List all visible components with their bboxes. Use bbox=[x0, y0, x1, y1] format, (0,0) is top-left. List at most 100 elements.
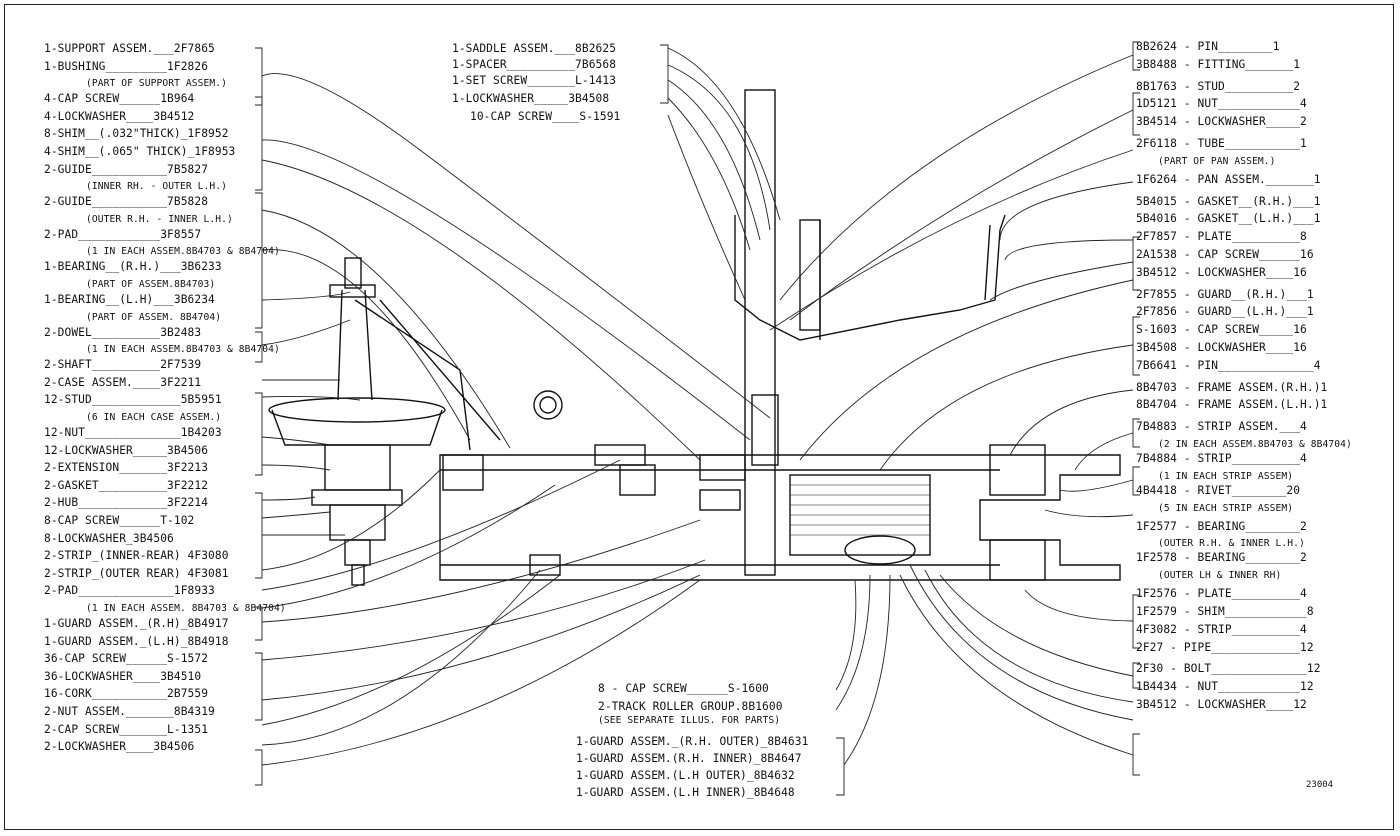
part-label-l1: 1-SUPPORT ASSEM.___2F7865 bbox=[44, 42, 215, 55]
saddle-block bbox=[751, 394, 779, 466]
part-label-l17: 12-LOCKWASHER_____3B4506 bbox=[44, 443, 209, 457]
part-label-r3: 8B1763 - STUD__________2 bbox=[1136, 79, 1301, 93]
part-label-b6: 1-GUARD ASSEM.(L.H INNER)_8B4648 bbox=[576, 786, 795, 799]
part-label-r20: 7B4883 - STRIP ASSEM.___4 bbox=[1136, 420, 1307, 434]
frame-brace bbox=[354, 299, 501, 451]
shaft-top bbox=[344, 257, 362, 289]
case-flange bbox=[268, 397, 446, 423]
part-label-l18: 2-EXTENSION_______3F2213 bbox=[44, 461, 209, 475]
part-label-r26: 1F2579 - SHIM____________8 bbox=[1136, 605, 1314, 618]
part-label-l7: 2-GUIDE___________7B5827 bbox=[44, 162, 209, 176]
part-label-c2: 1-SPACER__________7B6568 bbox=[452, 58, 617, 71]
part-note-l2s: (PART OF SUPPORT ASSEM.) bbox=[86, 78, 228, 90]
part-label-r11: 2A1538 - CAP SCREW______16 bbox=[1136, 248, 1314, 261]
part-label-c4: 1-LOCKWASHER_____3B4508 bbox=[452, 92, 610, 105]
part-label-r29: 2F30 - BOLT______________12 bbox=[1136, 662, 1321, 676]
part-label-r2: 3B8488 - FITTING_______1 bbox=[1136, 57, 1301, 71]
part-note-l12s: (1 IN EACH ASSEM.8B4703 & 8B4704) bbox=[86, 344, 280, 356]
part-label-l29: 36-LOCKWASHER____3B4510 bbox=[44, 669, 202, 683]
part-label-r19: 8B4704 - FRAME ASSEM.(L.H.)1 bbox=[1136, 398, 1328, 412]
part-note-l8s: (OUTER R.H. - INNER L.H.) bbox=[86, 213, 233, 225]
part-label-l9: 2-PAD____________3F8557 bbox=[44, 227, 202, 241]
track-frame-rail bbox=[439, 454, 1121, 581]
part-note-r20s: (2 IN EACH ASSEM.8B4703 & 8B4704) bbox=[1158, 439, 1352, 450]
part-note-l10s: (PART OF ASSEM.8B4703) bbox=[86, 279, 216, 290]
part-note-b2s: (SEE SEPARATE ILLUS. FOR PARTS) bbox=[598, 715, 781, 726]
part-label-c5: 10-CAP SCREW____S-1591 bbox=[470, 110, 621, 123]
part-note-r21s: (1 IN EACH STRIP ASSEM) bbox=[1158, 470, 1294, 482]
part-label-b1: 8 - CAP SCREW______S-1600 bbox=[598, 682, 769, 695]
part-label-r30: 1B4434 - NUT____________12 bbox=[1136, 680, 1314, 694]
part-note-l15s: (6 IN EACH CASE ASSEM.) bbox=[86, 412, 222, 423]
part-label-l10: 1-BEARING__(R.H.)___3B6233 bbox=[44, 260, 222, 274]
part-label-l8: 2-GUIDE___________7B5828 bbox=[44, 195, 209, 209]
part-label-r13: 2F7855 - GUARD__(R.H.)___1 bbox=[1136, 287, 1314, 301]
part-label-l12: 2-DOWEL__________3B2483 bbox=[44, 325, 202, 339]
part-label-r27: 4F3082 - STRIP__________4 bbox=[1136, 622, 1307, 636]
track-roller bbox=[844, 535, 916, 565]
part-label-l3: 4-CAP SCREW______1B964 bbox=[44, 92, 195, 106]
part-label-l2: 1-BUSHING_________1F2826 bbox=[44, 59, 209, 73]
part-label-l15: 12-STUD_____________5B5951 bbox=[44, 393, 222, 407]
strip-assem-upper bbox=[989, 444, 1046, 496]
part-note-l25s: (1 IN EACH ASSEM. 8B4703 & 8B4704) bbox=[86, 603, 286, 614]
part-label-l11: 1-BEARING__(L.H)___3B6234 bbox=[44, 293, 215, 306]
figure-number: 23004 bbox=[1306, 780, 1334, 790]
part-label-l32: 2-CAP SCREW_______L-1351 bbox=[44, 722, 209, 736]
part-label-r10: 2F7857 - PLATE__________8 bbox=[1136, 230, 1307, 244]
part-label-l30: 16-CORK___________2B7559 bbox=[44, 687, 209, 701]
part-label-b2: 2-TRACK ROLLER GROUP.8B1600 bbox=[598, 700, 783, 713]
part-label-l25: 2-PAD______________1F8933 bbox=[44, 584, 215, 598]
part-label-c3: 1-SET SCREW_______L-1413 bbox=[452, 74, 617, 87]
part-label-c1: 1-SADDLE ASSEM.___8B2625 bbox=[452, 42, 617, 55]
part-note-r24s: (OUTER LH & INNER RH) bbox=[1158, 570, 1282, 582]
part-label-r1: 8B2624 - PIN________1 bbox=[1136, 40, 1280, 53]
part-label-l5: 8-SHIM__(.032"THICK)_1F8952 bbox=[44, 127, 229, 141]
part-label-l13: 2-SHAFT__________2F7539 bbox=[44, 358, 202, 372]
part-label-b5: 1-GUARD ASSEM.(L.H OUTER)_8B4632 bbox=[576, 769, 795, 782]
part-note-l11s: (PART OF ASSEM. 8B4704) bbox=[86, 311, 222, 323]
strip-assem-lower bbox=[989, 539, 1046, 581]
part-label-l20: 2-HUB_____________3F2214 bbox=[44, 496, 209, 510]
part-note-r23s: (OUTER R.H. & INNER L.H.) bbox=[1158, 538, 1305, 550]
part-label-l23: 2-STRIP_(INNER-REAR) 4F3080 bbox=[44, 549, 229, 563]
part-label-l22: 8-LOCKWASHER_3B4506 bbox=[44, 531, 174, 545]
part-label-r17: 7B6641 - PIN______________4 bbox=[1136, 358, 1321, 372]
part-label-r22: 4B4418 - RIVET________20 bbox=[1136, 483, 1301, 497]
part-label-r15: S-1603 - CAP SCREW_____16 bbox=[1136, 323, 1307, 337]
part-label-l6: 4-SHIM__(.065" THICK)_1F8953 bbox=[44, 145, 236, 158]
part-label-r4: 1D5121 - NUT____________4 bbox=[1136, 97, 1307, 111]
part-label-r16: 3B4508 - LOCKWASHER____16 bbox=[1136, 341, 1307, 354]
part-label-r31: 3B4512 - LOCKWASHER____12 bbox=[1136, 698, 1307, 711]
part-label-l4: 4-LOCKWASHER____3B4512 bbox=[44, 109, 195, 123]
part-label-r9: 5B4016 - GASKET__(L.H.)___1 bbox=[1136, 212, 1321, 226]
part-label-l27: 1-GUARD ASSEM._(L.H)_8B4918 bbox=[44, 634, 229, 648]
part-label-r12: 3B4512 - LOCKWASHER____16 bbox=[1136, 265, 1307, 279]
drawing-border bbox=[4, 4, 1394, 830]
part-label-l28: 36-CAP SCREW______S-1572 bbox=[44, 652, 209, 666]
part-label-b4: 1-GUARD ASSEM.(R.H. INNER)_8B4647 bbox=[576, 752, 802, 765]
frame-hole bbox=[533, 390, 563, 420]
part-label-r14: 2F7856 - GUARD__(L.H.)___1 bbox=[1136, 305, 1314, 319]
part-label-l21: 8-CAP SCREW______T-102 bbox=[44, 514, 195, 527]
part-label-l19: 2-GASKET__________3F2212 bbox=[44, 478, 209, 492]
part-note-l7s: (INNER RH. - OUTER L.H.) bbox=[86, 181, 228, 193]
part-label-r28: 2F27 - PIPE_____________12 bbox=[1136, 640, 1314, 654]
part-label-l26: 1-GUARD ASSEM._(R.H)_8B4917 bbox=[44, 617, 229, 630]
part-label-b3: 1-GUARD ASSEM._(R.H. OUTER)_8B4631 bbox=[576, 735, 809, 748]
part-label-l16: 12-NUT______________1B4203 bbox=[44, 426, 222, 439]
part-label-r6: 2F6118 - TUBE___________1 bbox=[1136, 137, 1307, 150]
part-label-l33: 2-LOCKWASHER____3B4506 bbox=[44, 740, 195, 754]
part-label-r21: 7B4884 - STRIP__________4 bbox=[1136, 452, 1307, 465]
part-label-l14: 2-CASE ASSEM.____3F2211 bbox=[44, 375, 202, 389]
part-label-r24: 1F2578 - BEARING________2 bbox=[1136, 551, 1307, 565]
part-label-r7: 1F6264 - PAN ASSEM._______1 bbox=[1136, 172, 1321, 186]
part-label-r8: 5B4015 - GASKET__(R.H.)___1 bbox=[1136, 194, 1321, 208]
part-label-r18: 8B4703 - FRAME ASSEM.(R.H.)1 bbox=[1136, 380, 1328, 394]
saddle-post bbox=[744, 89, 776, 576]
part-label-l31: 2-NUT ASSEM._______8B4319 bbox=[44, 705, 215, 718]
part-label-r23: 1F2577 - BEARING________2 bbox=[1136, 519, 1307, 533]
part-label-r25: 1F2576 - PLATE__________4 bbox=[1136, 587, 1307, 601]
part-label-r5: 3B4514 - LOCKWASHER_____2 bbox=[1136, 115, 1307, 129]
